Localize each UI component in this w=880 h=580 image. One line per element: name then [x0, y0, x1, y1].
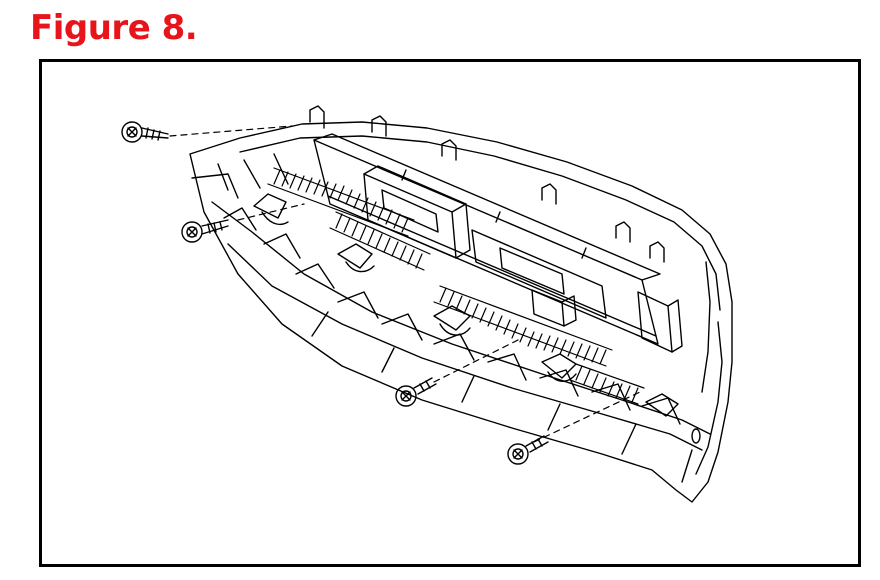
bracket-assembly-icon	[309, 105, 683, 353]
screw-icon	[395, 377, 437, 407]
screw-icon	[121, 121, 169, 143]
diagram-frame	[39, 59, 861, 567]
alignment-lines	[169, 125, 641, 443]
screw-icon	[181, 219, 229, 243]
screw-icon	[507, 435, 549, 465]
figure-title: Figure 8.	[30, 8, 198, 48]
diagram-drawing	[121, 105, 733, 503]
